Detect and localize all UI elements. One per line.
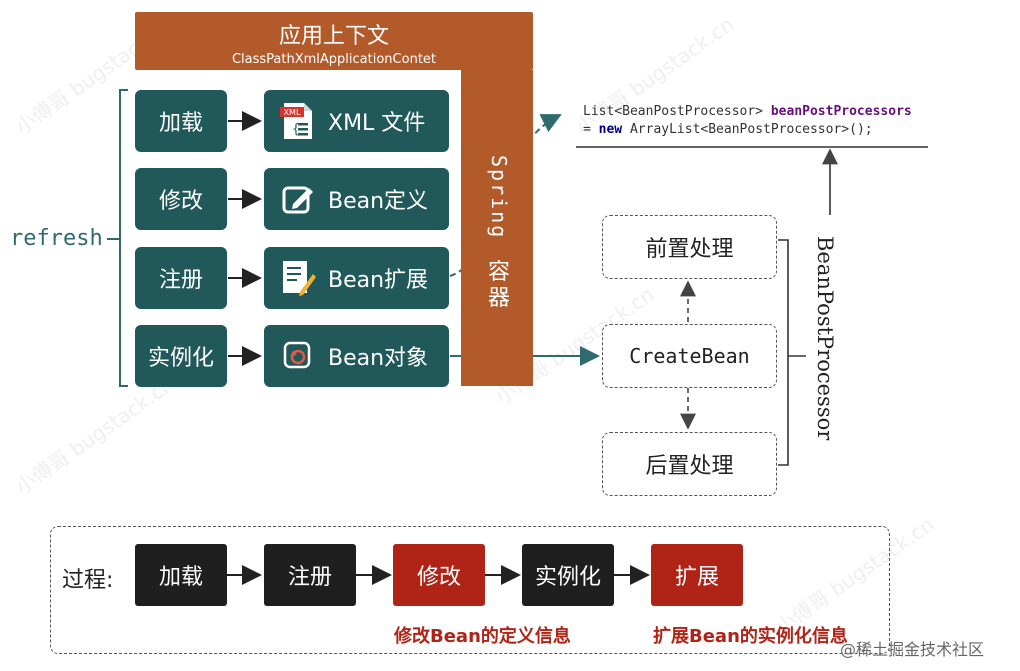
application-context-header: 应用上下文 ClassPathXmlApplicationContet bbox=[135, 12, 533, 70]
edit-icon bbox=[278, 179, 318, 219]
container-label: 容器 bbox=[487, 260, 510, 311]
refresh-icon bbox=[278, 336, 318, 376]
context-subtitle: ClassPathXmlApplicationContet bbox=[231, 52, 437, 67]
code-field: beanPostProcessors bbox=[770, 104, 912, 119]
code-line2-rest: ArrayList<BeanPostProcessor>(); bbox=[622, 122, 873, 137]
code-line2-prefix: = bbox=[583, 122, 599, 137]
target-label: Bean定义 bbox=[328, 189, 429, 214]
process-step-modify: 修改 bbox=[393, 544, 485, 606]
pre-processing-box: 前置处理 bbox=[602, 215, 777, 279]
svg-text:{: { bbox=[292, 122, 300, 137]
process-label: 过程: bbox=[62, 568, 114, 593]
process-step-extend: 扩展 bbox=[651, 544, 743, 606]
context-title: 应用上下文 bbox=[278, 24, 389, 49]
note-modify: 修改Bean的定义信息 bbox=[394, 626, 571, 647]
svg-text:XML: XML bbox=[284, 108, 301, 117]
spring-label: Spring bbox=[487, 155, 511, 240]
process-panel bbox=[50, 526, 890, 654]
spring-container: Spring 容器 bbox=[461, 70, 533, 386]
process-step-instantiate: 实例化 bbox=[522, 544, 614, 606]
code-keyword: new bbox=[598, 122, 623, 137]
bean-post-processor-label: BeanPostProcessor bbox=[813, 236, 837, 441]
process-step-register: 注册 bbox=[264, 544, 356, 606]
create-bean-box: CreateBean bbox=[602, 324, 777, 388]
document-pencil-icon bbox=[278, 258, 318, 298]
process-step-load: 加载 bbox=[135, 544, 227, 606]
target-bean-definition: Bean定义 bbox=[264, 168, 449, 230]
step-load: 加载 bbox=[135, 90, 227, 152]
xml-file-icon: XML { bbox=[278, 101, 318, 141]
code-line1-prefix: List<BeanPostProcessor> bbox=[583, 104, 771, 119]
step-instantiate: 实例化 bbox=[135, 325, 227, 387]
target-label: Bean对象 bbox=[328, 346, 429, 371]
step-modify: 修改 bbox=[135, 168, 227, 230]
target-label: XML 文件 bbox=[328, 111, 426, 136]
target-bean-object: Bean对象 bbox=[264, 325, 449, 387]
target-bean-extension: Bean扩展 bbox=[264, 247, 449, 309]
post-processing-box: 后置处理 bbox=[602, 432, 777, 496]
site-watermark: @稀土掘金技术社区 bbox=[840, 640, 985, 659]
refresh-label: refresh bbox=[10, 226, 103, 251]
target-label: Bean扩展 bbox=[328, 268, 429, 293]
target-xml-file: XML { XML 文件 bbox=[264, 90, 449, 152]
note-extend: 扩展Bean的实例化信息 bbox=[653, 626, 848, 647]
code-snippet: List<BeanPostProcessor> beanPostProcesso… bbox=[583, 103, 912, 139]
step-register: 注册 bbox=[135, 247, 227, 309]
